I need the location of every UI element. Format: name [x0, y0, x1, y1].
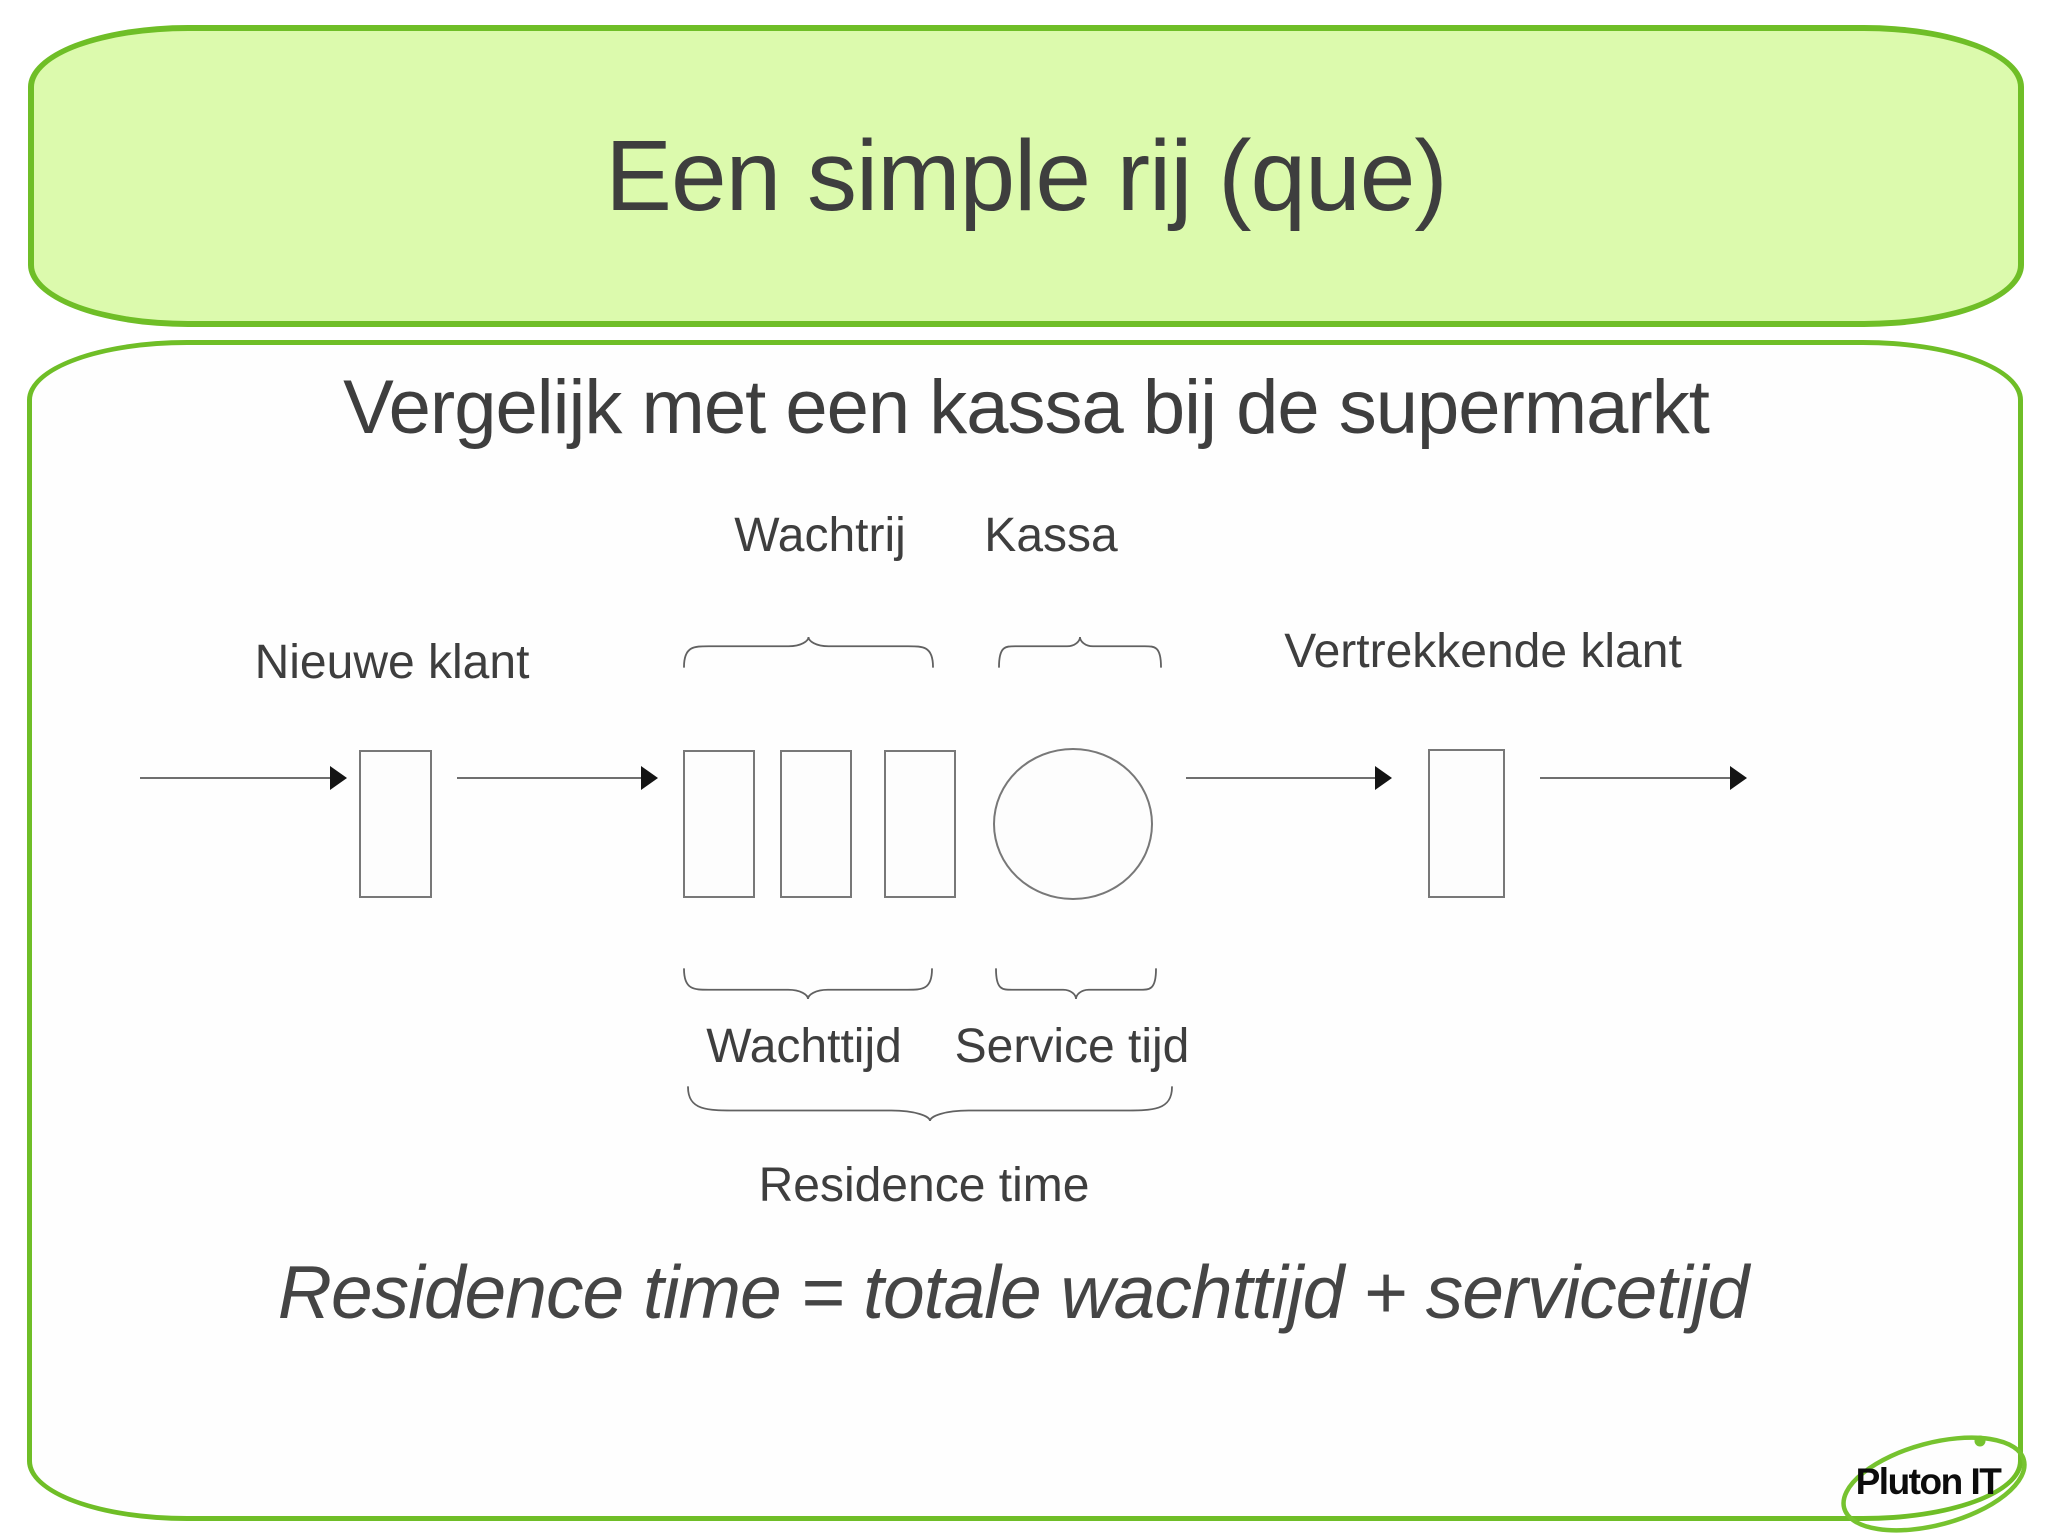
label-wachttijd: Wachttijd: [706, 1020, 902, 1073]
flow-arrow-from-kassa: [1186, 766, 1392, 790]
arrow-shaft: [1186, 777, 1377, 779]
arrowhead-icon: [1730, 766, 1747, 790]
logo-orbit-icon: [1841, 1435, 2027, 1533]
label-nieuwe-klant: Nieuwe klant: [254, 636, 530, 689]
queue-slot-1: [683, 750, 755, 898]
queue-slot-2: [780, 750, 852, 898]
arrow-shaft: [457, 777, 643, 779]
exit-customer-box: [1428, 749, 1505, 898]
content-box: [27, 340, 2023, 1521]
kassa-server-circle: [993, 748, 1153, 900]
label-kassa: Kassa: [984, 509, 1118, 562]
arrow-shaft: [140, 777, 332, 779]
formula-text: Residence time = totale wachttijd + serv…: [277, 1250, 1749, 1334]
label-residence-time: Residence time: [758, 1159, 1090, 1212]
brace-kassa: [998, 636, 1162, 668]
entry-customer-box: [359, 750, 432, 898]
arrowhead-icon: [330, 766, 347, 790]
flow-arrow-exit: [1540, 766, 1747, 790]
label-wachtrij: Wachtrij: [734, 509, 906, 562]
brace-wachttijd: [683, 968, 933, 1000]
pluton-it-logo: Pluton IT: [1838, 1426, 2038, 1535]
label-service-tijd: Service tijd: [954, 1020, 1190, 1073]
flow-arrow-to-queue: [457, 766, 658, 790]
queue-slot-3: [884, 750, 956, 898]
arrow-shaft: [1540, 777, 1732, 779]
flow-arrow-entry: [140, 766, 347, 790]
arrowhead-icon: [641, 766, 658, 790]
label-vertrekkende-klant: Vertrekkende klant: [1284, 625, 1682, 678]
brace-wachtrij: [683, 636, 934, 668]
brace-service-tijd: [995, 968, 1157, 1000]
brace-residence-time: [687, 1086, 1173, 1122]
slide-title: Een simple rij (que): [605, 119, 1447, 232]
title-box: Een simple rij (que): [28, 25, 2024, 327]
subtitle: Vergelijk met een kassa bij de supermark…: [343, 365, 1710, 450]
arrowhead-icon: [1375, 766, 1392, 790]
logo-text: Pluton IT: [1855, 1461, 2002, 1502]
